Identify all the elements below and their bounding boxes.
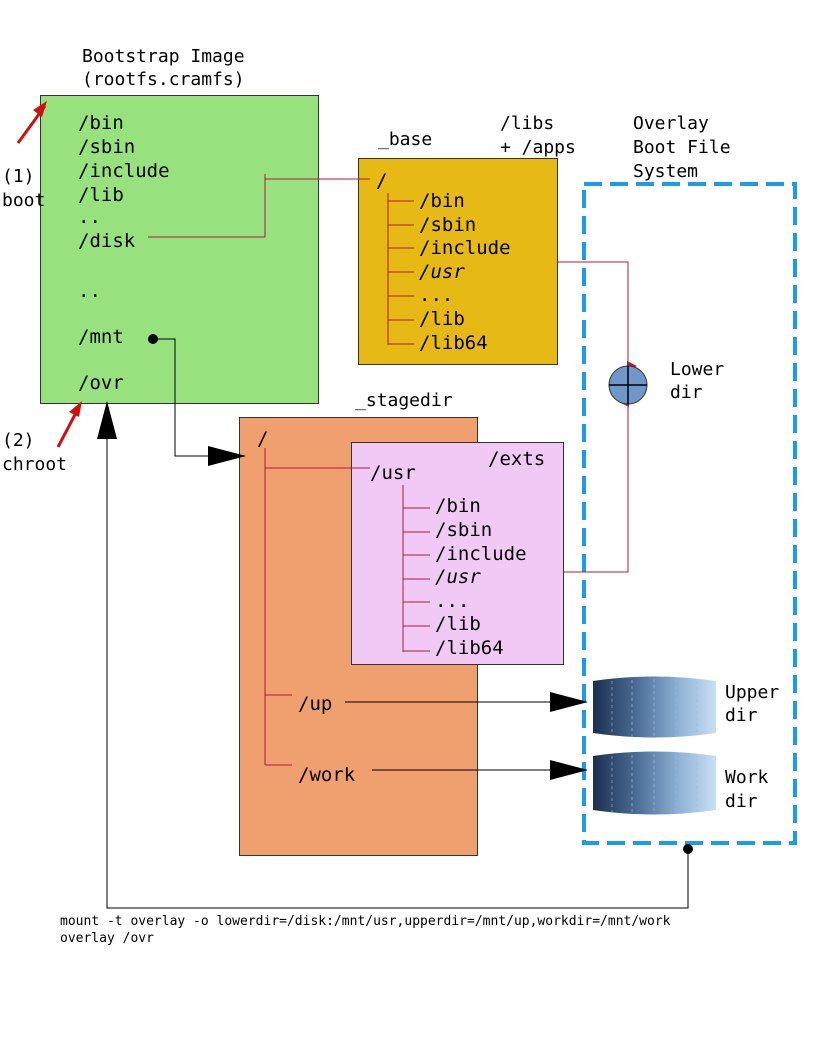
exts-box	[351, 442, 564, 665]
exts-title: /exts	[488, 448, 546, 470]
base-to-lower-line	[558, 261, 637, 371]
base-tree	[387, 193, 414, 345]
exts-entry-ellipsis: ...	[435, 590, 470, 612]
base-root: /	[376, 170, 388, 192]
upper-dir-label-line1: Upper	[725, 682, 780, 703]
stagedir-root: /	[257, 428, 269, 450]
exts-entry-usr: /usr	[435, 566, 481, 588]
mount-command-line2: overlay /ovr	[60, 931, 154, 946]
lower-dir-merge-icon	[608, 365, 648, 405]
bootstrap-image-box	[40, 95, 319, 404]
stagedir-title: _stagedir	[355, 390, 453, 411]
base-box	[358, 158, 558, 365]
step-boot-label: boot	[2, 190, 46, 211]
bootstrap-entry-ovr: /ovr	[78, 372, 124, 394]
stagedir-entry-up: /up	[298, 693, 333, 715]
chroot-arrowhead-icon	[69, 401, 82, 417]
step-boot-number: (1)	[2, 166, 35, 187]
mount-command-line1: mount -t overlay -o lowerdir=/disk:/mnt/…	[60, 914, 671, 929]
bootstrap-title-line1: Bootstrap Image	[82, 46, 245, 67]
disk-to-base-line	[148, 178, 370, 238]
overlay-title-line2: Boot File	[633, 137, 731, 158]
exts-entry-include: /include	[435, 543, 527, 565]
base-entry-lib64: /lib64	[419, 332, 488, 354]
bootstrap-entry-sbin: /sbin	[78, 136, 136, 158]
lower-dir-label-line1: Lower	[670, 359, 725, 380]
chroot-arrow-icon	[56, 408, 80, 448]
step-chroot-label: chroot	[2, 454, 68, 475]
work-dir-label-line2: dir	[725, 791, 758, 812]
bootstrap-entry-mnt: /mnt	[78, 326, 124, 348]
overlay-to-ovr-arrow	[97, 401, 689, 909]
stagedir-entry-work: /work	[298, 764, 356, 786]
exts-entry-lib64: /lib64	[435, 637, 504, 659]
bootstrap-entry-dotdot-1: ..	[78, 206, 101, 228]
stagedir-tree	[264, 448, 370, 766]
exts-tree	[402, 485, 430, 652]
bootstrap-entry-bin: /bin	[78, 112, 124, 134]
upper-dir-label-line2: dir	[725, 705, 758, 726]
base-entry-include: /include	[419, 237, 511, 259]
exts-to-lower-line	[564, 397, 629, 573]
overlay-title-line1: Overlay	[633, 113, 709, 134]
bootstrap-title-line2: (rootfs.cramfs)	[82, 69, 245, 90]
bootstrap-entry-include: /include	[78, 160, 170, 182]
exts-entry-lib: /lib	[435, 613, 481, 635]
base-entry-usr: /usr	[419, 261, 465, 283]
step-chroot-number: (2)	[2, 430, 35, 451]
base-entry-ellipsis: ...	[419, 284, 454, 306]
base-entry-lib: /lib	[419, 308, 465, 330]
exts-entry-bin: /bin	[435, 495, 481, 517]
base-entry-sbin: /sbin	[419, 214, 477, 236]
bootstrap-entry-dotdot-2: ..	[78, 280, 101, 302]
bootstrap-entry-disk: /disk	[78, 230, 136, 252]
overlay-title-line3: System	[633, 161, 699, 182]
base-entry-bin: /bin	[419, 190, 465, 212]
lower-dir-label-line2: dir	[670, 382, 703, 403]
work-dir-cylinder-icon	[593, 751, 716, 815]
mnt-to-stagedir-arrow	[153, 338, 246, 466]
base-side-label-line2: + /apps	[500, 137, 576, 158]
base-side-label-line1: /libs	[500, 113, 555, 134]
bootstrap-entry-lib: /lib	[78, 184, 124, 206]
work-dir-label-line1: Work	[725, 767, 769, 788]
base-title: _base	[378, 129, 433, 150]
exts-root: /usr	[370, 462, 416, 484]
overlay-boundary	[582, 182, 797, 845]
boot-arrowhead-icon	[33, 101, 47, 117]
upper-dir-cylinder-icon	[593, 676, 716, 738]
exts-entry-sbin: /sbin	[435, 519, 493, 541]
